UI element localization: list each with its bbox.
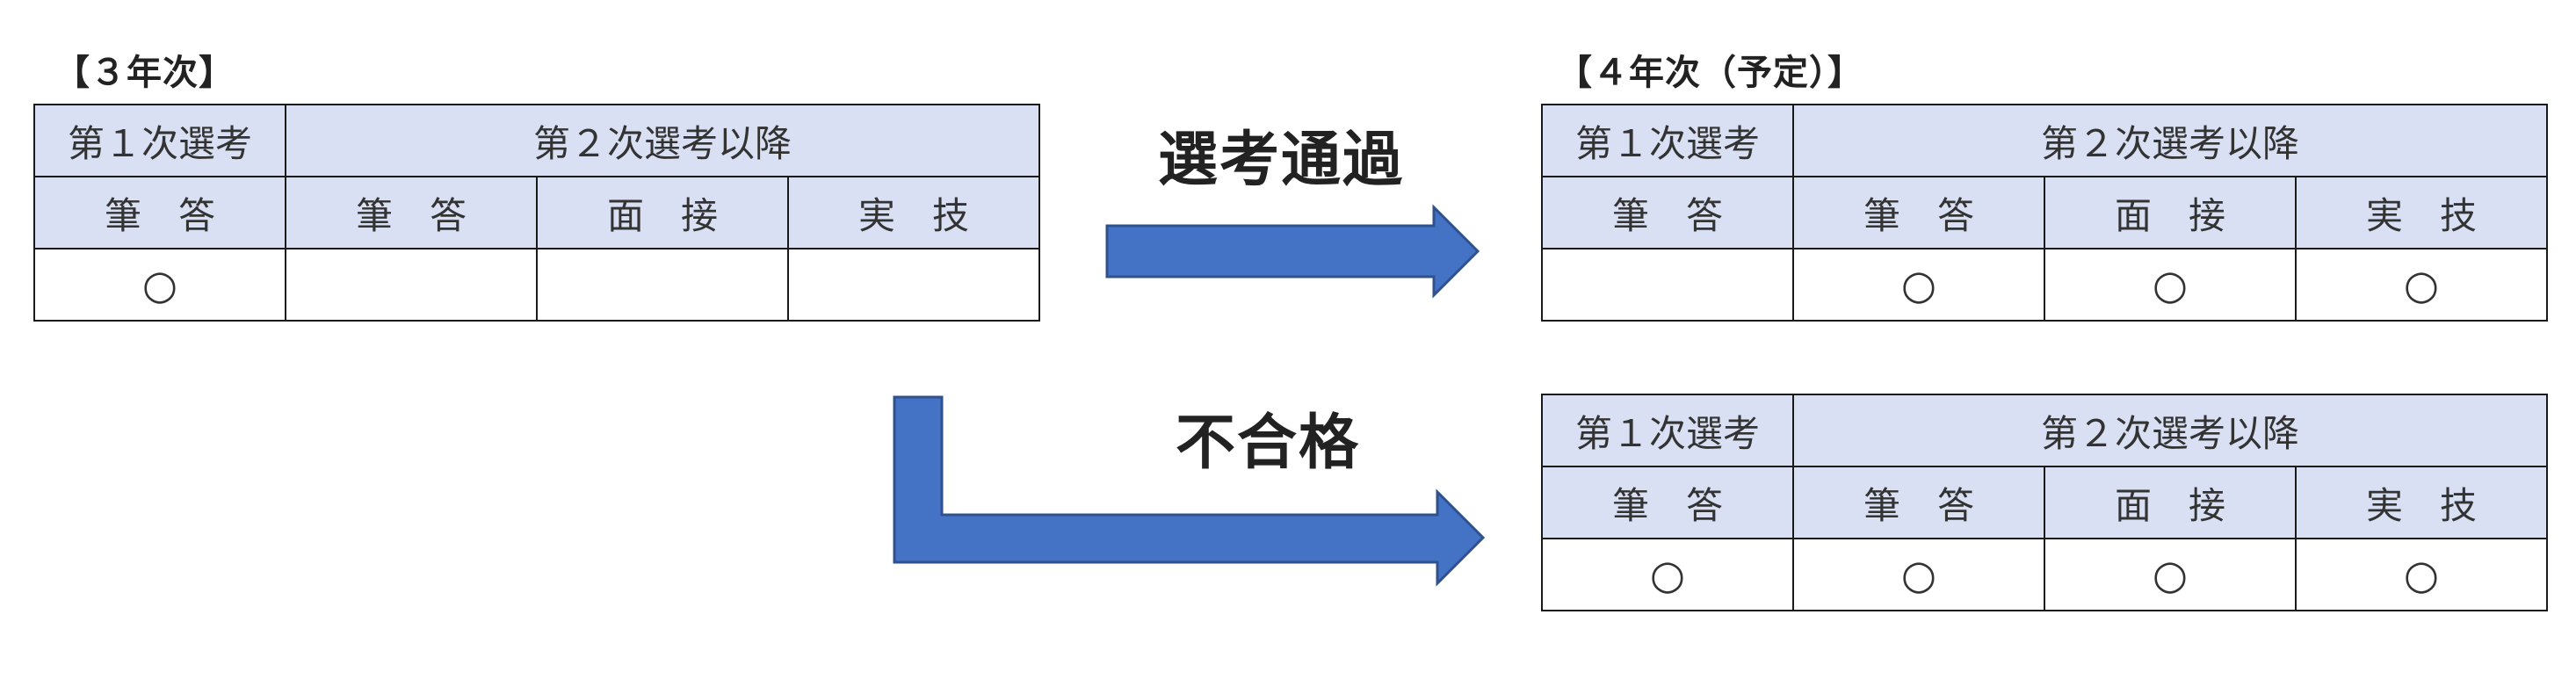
first-selection-header: 第１次選考 xyxy=(1541,104,1794,177)
second-selection-header: 第２次選考以降 xyxy=(1792,394,2548,467)
interview-header: 面 接 xyxy=(536,176,789,249)
year4-label: 【４年次（予定）】 xyxy=(1557,53,1863,93)
year4-pass-table: 第１次選考 第２次選考以降 筆 答 筆 答 面 接 実 技 ○ ○ ○ xyxy=(1541,104,2548,322)
mark-cell: ○ xyxy=(2044,538,2297,611)
second-selection-header: 第２次選考以降 xyxy=(285,104,1040,177)
mark-cell: ○ xyxy=(2295,538,2548,611)
year3-label: 【３年次】 xyxy=(54,53,235,93)
fail-label: 不合格 xyxy=(1176,409,1361,478)
written-exam-header: 筆 答 xyxy=(285,176,538,249)
second-selection-header: 第２次選考以降 xyxy=(1792,104,2548,177)
written-exam-header: 筆 答 xyxy=(1792,176,2045,249)
mark-cell xyxy=(787,248,1040,322)
practical-header: 実 技 xyxy=(2295,176,2548,249)
mark-cell xyxy=(1541,248,1794,322)
written-exam-header: 筆 答 xyxy=(1792,466,2045,539)
year3-table: 第１次選考 第２次選考以降 筆 答 筆 答 面 接 実 技 ○ xyxy=(33,104,1040,322)
fail-arrow-icon xyxy=(893,395,1486,587)
written-exam-header: 筆 答 xyxy=(33,176,286,249)
mark-cell: ○ xyxy=(1541,538,1794,611)
pass-label: 選考通過 xyxy=(1158,126,1405,195)
interview-header: 面 接 xyxy=(2044,176,2297,249)
mark-cell: ○ xyxy=(1792,248,2045,322)
mark-cell: ○ xyxy=(33,248,286,322)
mark-cell: ○ xyxy=(2044,248,2297,322)
mark-cell xyxy=(536,248,789,322)
mark-cell: ○ xyxy=(2295,248,2548,322)
practical-header: 実 技 xyxy=(787,176,1040,249)
first-selection-header: 第１次選考 xyxy=(33,104,286,177)
first-selection-header: 第１次選考 xyxy=(1541,394,1794,467)
written-exam-header: 筆 答 xyxy=(1541,466,1794,539)
interview-header: 面 接 xyxy=(2044,466,2297,539)
written-exam-header: 筆 答 xyxy=(1541,176,1794,249)
mark-cell xyxy=(285,248,538,322)
mark-cell: ○ xyxy=(1792,538,2045,611)
practical-header: 実 技 xyxy=(2295,466,2548,539)
year4-fail-table: 第１次選考 第２次選考以降 筆 答 筆 答 面 接 実 技 ○ ○ ○ ○ xyxy=(1541,394,2548,611)
pass-arrow-icon xyxy=(1105,204,1480,299)
